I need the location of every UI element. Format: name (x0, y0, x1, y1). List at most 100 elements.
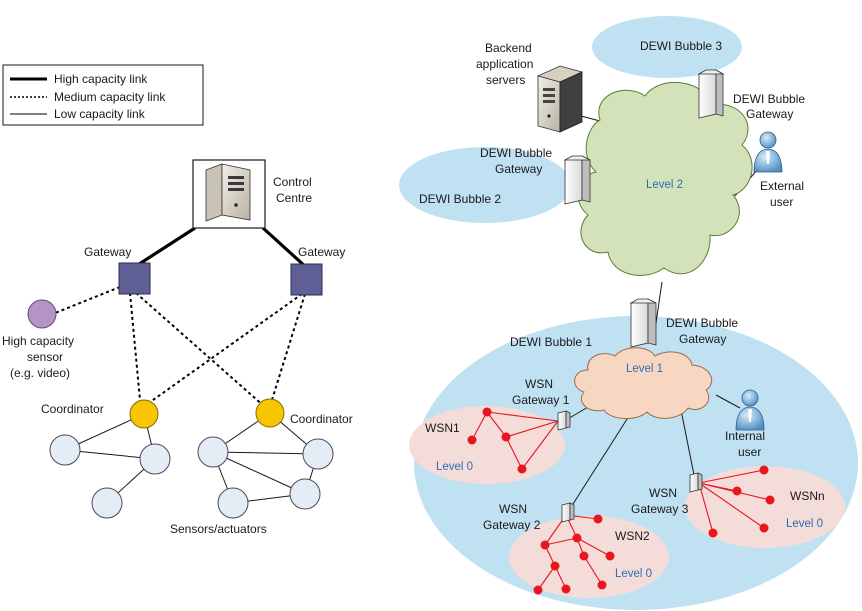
legend-high-label: High capacity link (54, 72, 148, 86)
wsn-gw2-label-1: WSN (499, 502, 527, 516)
link-cc-gateway-left (132, 226, 196, 270)
wsn-gw2-label-2: Gateway 2 (483, 518, 541, 532)
dewi-bubble-2 (399, 147, 571, 223)
sensor-node (217, 487, 249, 519)
coordinator-left (129, 399, 159, 429)
internal-user-label-2: user (738, 445, 761, 459)
wsn-gateway-1-box (557, 410, 571, 431)
right-network: Level 2 Level 1 Backend application serv… (399, 16, 858, 610)
sensors-actuators-label: Sensors/actuators (170, 522, 267, 536)
backend-server-icon (536, 65, 584, 133)
level2-cloud (577, 81, 753, 276)
wsn2-area (509, 516, 669, 598)
gw-bubble1-label-2: Gateway (679, 332, 726, 346)
wsn2-label: WSN2 (615, 529, 650, 543)
legend-box (2, 64, 204, 126)
wsnn-area (685, 466, 845, 548)
wsn-gw1-label-2: Gateway 1 (512, 393, 570, 407)
external-user-label-2: user (770, 195, 793, 209)
level2-label: Level 2 (646, 179, 683, 191)
bubble2-label: DEWI Bubble 2 (419, 192, 501, 206)
coordinator-right-label: Coordinator (290, 412, 353, 426)
gw-left-label-1: DEWI Bubble (480, 146, 552, 160)
wsnn-level-label: Level 0 (786, 518, 823, 530)
sensor-nodes (49, 434, 334, 519)
gw-top-right-label-1: DEWI Bubble (733, 92, 805, 106)
wsn-node (708, 528, 718, 538)
legend: High capacity link Medium capacity link … (2, 64, 204, 126)
dewi-gateway-top-right (697, 69, 725, 119)
wsn-gw3-label-2: Gateway 3 (631, 502, 689, 516)
gateway-right (290, 263, 323, 296)
wsn-node (540, 540, 550, 550)
wsn-node (533, 585, 543, 595)
hc-sensor-label-1: High capacity (2, 334, 74, 348)
wsn-node (765, 495, 775, 505)
wsn-gw3-label-1: WSN (649, 486, 677, 500)
sensor-node (197, 436, 229, 468)
wsn-node (593, 514, 603, 524)
wsn-nodes (467, 407, 775, 595)
bubble1-label: DEWI Bubble 1 (510, 335, 592, 349)
medium-links (54, 286, 306, 408)
sensor-node (49, 434, 81, 466)
control-centre-label-1: Control (273, 175, 312, 189)
wsn2-level-label: Level 0 (615, 568, 652, 580)
wsn-gateway-2-box (561, 502, 575, 523)
wsn1-label: WSN1 (425, 421, 460, 435)
level1-cloud (574, 347, 713, 419)
backend-label-3: servers (486, 73, 525, 87)
wsn-node (597, 580, 607, 590)
gateway-left (118, 262, 151, 295)
sensor-node (289, 478, 321, 510)
coordinator-right (255, 398, 285, 428)
high-capacity-sensor (27, 299, 57, 329)
wsn1-area (409, 406, 565, 484)
wsn-node (572, 533, 582, 543)
level1-label: Level 1 (626, 363, 663, 375)
gw-bubble1-label-1: DEWI Bubble (666, 316, 738, 330)
wsn-node (605, 551, 615, 561)
internal-user-icon (735, 389, 765, 431)
gateway-left-label: Gateway (84, 245, 131, 259)
wsn-gateway-3-box (689, 472, 703, 493)
control-centre-label-2: Centre (276, 191, 312, 205)
wsn-node (732, 486, 742, 496)
external-user-label-1: External (760, 179, 804, 193)
bubble3-label: DEWI Bubble 3 (640, 39, 722, 53)
wsn-node (759, 523, 769, 533)
wsn1-level-label: Level 0 (436, 461, 473, 473)
server-icon (205, 163, 251, 222)
sensor-node (302, 438, 334, 470)
gw-left-label-2: Gateway (495, 162, 542, 176)
wsnn-label: WSNn (790, 489, 825, 503)
wsn-node (561, 584, 571, 594)
wsn-node (759, 465, 769, 475)
left-network: High capacity link Medium capacity link … (2, 64, 353, 536)
hc-sensor-label-2: sensor (27, 350, 63, 364)
gw-top-right-label-2: Gateway (746, 107, 793, 121)
legend-medium-label: Medium capacity link (54, 90, 166, 104)
sensor-node (91, 487, 123, 519)
legend-low-label: Low capacity link (54, 107, 146, 121)
wsn-node (550, 561, 560, 571)
dewi-gateway-bubble1 (629, 298, 657, 348)
coordinator-left-label: Coordinator (41, 402, 104, 416)
external-user-icon (753, 131, 783, 173)
dewi-bubble-3 (592, 16, 742, 78)
backend-label-2: application (476, 57, 533, 71)
wsn-node (482, 407, 492, 417)
wsn-node (467, 435, 477, 445)
wsn-node (517, 464, 527, 474)
hc-sensor-label-3: (e.g. video) (10, 366, 70, 380)
gateway-right-label: Gateway (298, 245, 345, 259)
dewi-gateway-bubble2 (563, 155, 591, 205)
backend-label-1: Backend (485, 41, 532, 55)
internal-user-label-1: Internal (725, 429, 765, 443)
link-cc-gateway-right (261, 226, 309, 270)
wsn-gw1-label-1: WSN (525, 377, 553, 391)
wsn-node (501, 432, 511, 442)
wsn-node (579, 551, 589, 561)
sensor-node (139, 443, 171, 475)
